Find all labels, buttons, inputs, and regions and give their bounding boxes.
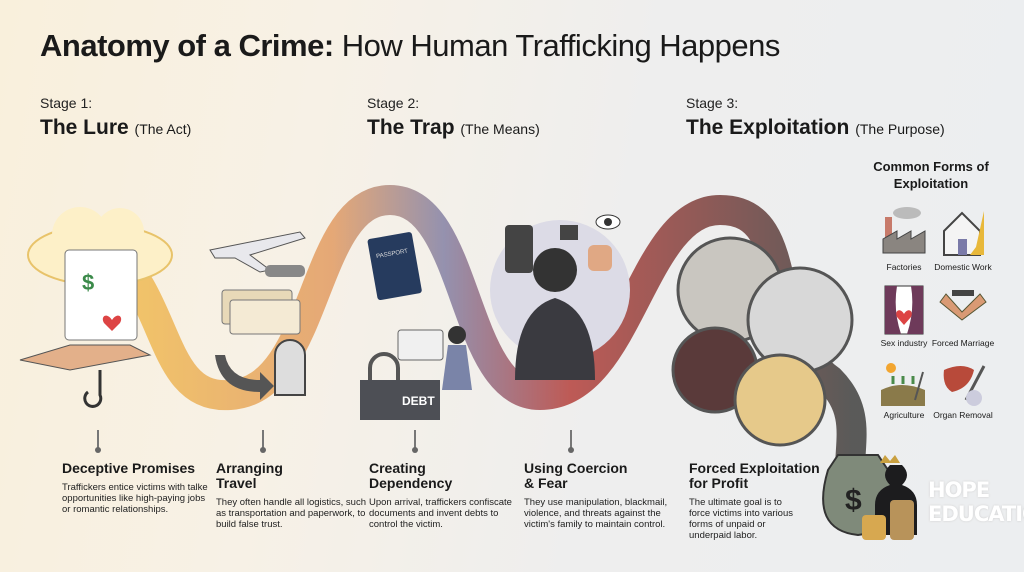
- form-sex-industry: Sex industry: [868, 284, 940, 348]
- door-icon: [274, 339, 306, 396]
- id-card-icon: [397, 329, 444, 361]
- svg-text:$: $: [82, 270, 94, 295]
- forms-title: Common Forms of Exploitation: [873, 159, 989, 191]
- form-agriculture: Agriculture: [868, 360, 940, 420]
- field-shovel-icon: [881, 363, 925, 406]
- svg-text:$: $: [845, 484, 862, 517]
- connector-4: [568, 430, 574, 453]
- contract-cloud-icon: $: [27, 207, 173, 341]
- debt-lock-icon: DEBT: [360, 352, 440, 420]
- page-title: Anatomy of a Crime: How Human Traffickin…: [40, 28, 780, 63]
- stage-2-heading: Stage 2:The Trap (The Means): [367, 95, 540, 139]
- domestic-scene: [746, 266, 854, 374]
- fist-icon: [588, 245, 612, 271]
- lock-icon: [560, 225, 578, 240]
- form-forced-marriage: Forced Marriage: [927, 284, 999, 348]
- hook-icon: [83, 370, 103, 408]
- organ-scalpel-icon: [943, 365, 986, 406]
- agriculture-scene: [733, 353, 827, 447]
- connector-2: [260, 430, 266, 453]
- arrow-icon: [215, 355, 274, 400]
- form-organ-removal: Organ Removal: [927, 360, 999, 420]
- svg-text:PASSPORT: PASSPORT: [376, 249, 409, 261]
- house-broom-icon: [943, 211, 984, 256]
- handcuffed-handshake-icon: [938, 290, 987, 321]
- curtain-broken-heart-icon: [884, 285, 924, 335]
- connector-3: [412, 430, 418, 453]
- stage-1-heading: Stage 1:The Lure (The Act): [40, 95, 192, 139]
- passport-icon: [367, 232, 422, 301]
- form-domestic-work: Domestic Work: [927, 205, 999, 272]
- connector-1: [95, 430, 101, 453]
- car-icon: [265, 265, 305, 277]
- form-factories: Factories: [868, 205, 940, 272]
- distressed-woman-icon: [442, 326, 472, 390]
- hope-education-logo: HOPEEDUCATION: [928, 478, 1024, 526]
- hand-icon: [19, 344, 152, 371]
- svg-text:DEBT: DEBT: [402, 394, 435, 408]
- phone-icon: [505, 225, 533, 273]
- factory-icon: [882, 207, 926, 254]
- coin-stacks-icon: [862, 500, 914, 540]
- stage-3-heading: Stage 3:The Exploitation (The Purpose): [686, 95, 945, 139]
- shadow-trafficker-icon: [515, 248, 595, 380]
- tickets-icon: [221, 289, 301, 335]
